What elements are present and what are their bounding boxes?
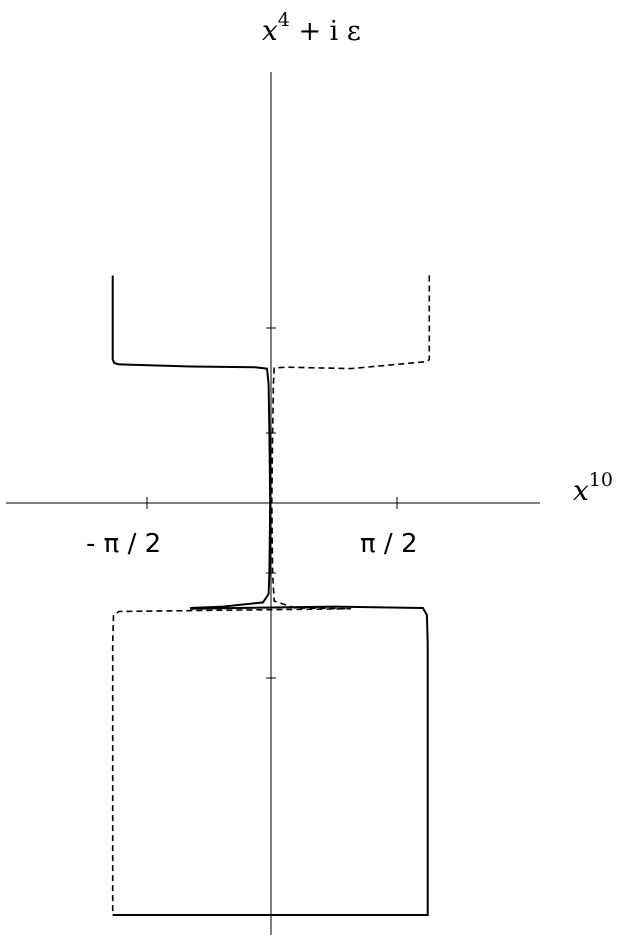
x-axis-label-base: x [573,474,589,507]
y-axis-label-base: x [262,14,278,47]
y-axis-label: x4 + i ε [262,9,361,47]
y-tick-marks [266,327,276,679]
x-tick-label-neg-pi-half: - π / 2 [86,529,161,559]
x-axis-label-sup: 10 [589,469,613,491]
x-tick-label-pi-half: π / 2 [360,529,417,559]
y-axis-label-rest: + i ε [290,16,361,47]
series-dashed-curve [111,275,431,916]
series-solid-curve [111,275,429,916]
x-axis-label: x10 [573,469,613,507]
y-axis-label-sup: 4 [278,9,290,31]
